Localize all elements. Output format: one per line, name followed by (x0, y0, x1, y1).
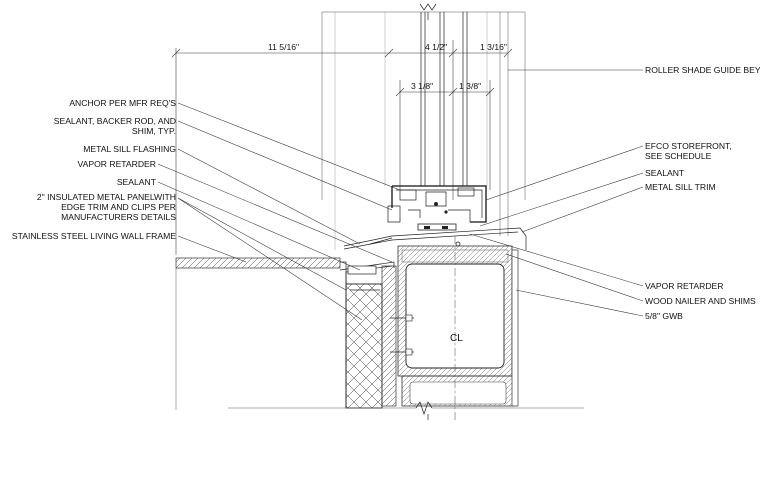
label-gwb: 5/8" GWB (645, 311, 683, 321)
dimension-frame-depth-text: 3 1/8" (411, 81, 433, 91)
label-sealant-right: SEALANT (645, 168, 685, 178)
label-insulated-panel-1: 2" INSULATED METAL PANELWITH (37, 192, 176, 202)
dimension-overall: 11 5/16" (171, 42, 513, 255)
label-vapor-retarder-left: VAPOR RETARDER (78, 159, 156, 169)
label-vapor-retarder-right: VAPOR RETARDER (645, 281, 723, 291)
label-living-wall-frame: STAINLESS STEEL LIVING WALL FRAME (12, 231, 176, 241)
label-sealant-left: SEALANT (117, 177, 157, 187)
insulated-metal-panel (339, 261, 397, 409)
wall-outline (321, 3, 526, 250)
centerline-symbol: CL (450, 333, 463, 344)
dimension-frame-offset-text: 1 3/8" (459, 81, 481, 91)
interior-blocking: CL (390, 236, 519, 420)
label-insulated-panel-2: EDGE TRIM AND CLIPS PER (61, 202, 176, 212)
dimension-overall-text: 11 5/16" (268, 42, 299, 52)
dimension-guide-offset: 1 3/16" (480, 42, 507, 52)
glazing-unit (384, 12, 509, 236)
dimension-frame: 3 1/8" 1 3/8" (395, 80, 495, 190)
living-wall-frame (175, 257, 377, 410)
label-metal-sill-flashing: METAL SILL FLASHING (83, 144, 176, 154)
dimension-guide-offset-text: 1 3/16" (480, 42, 507, 52)
storefront-frame (387, 185, 487, 231)
label-efco-storefront-2: SEE SCHEDULE (645, 151, 712, 161)
dimension-glazing-depth: 4 1/2" (384, 40, 458, 200)
label-insulated-panel-3: MANUFACTURERS DETAILS (61, 212, 176, 222)
label-efco-storefront-1: EFCO STOREFRONT, (645, 141, 732, 151)
floor-line (228, 401, 584, 420)
right-labels: ROLLER SHADE GUIDE BEYOND EFCO STOREFRON… (469, 65, 760, 321)
label-metal-sill-trim: METAL SILL TRIM (645, 182, 716, 192)
metal-sill-flashing (343, 227, 527, 250)
left-labels: ANCHOR PER MFR REQ'S SEALANT, BACKER ROD… (12, 98, 401, 321)
label-anchor: ANCHOR PER MFR REQ'S (69, 98, 176, 108)
label-sealant-backer-rod: SEALANT, BACKER ROD, AND (54, 116, 176, 126)
label-wood-nailer: WOOD NAILER AND SHIMS (645, 296, 756, 306)
dimension-glazing-depth-text: 4 1/2" (425, 42, 447, 52)
label-shim: SHIM, TYP. (132, 126, 176, 136)
label-roller-shade-guide: ROLLER SHADE GUIDE BEYOND (645, 65, 760, 75)
